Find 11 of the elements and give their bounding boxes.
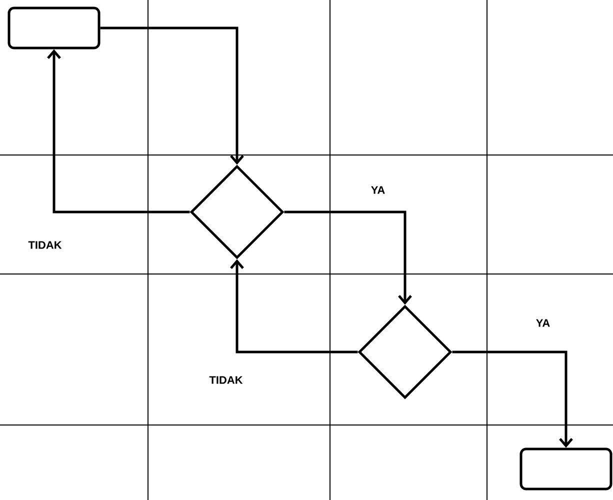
arrow <box>230 259 358 354</box>
rounded-box <box>520 448 612 490</box>
edge-label: YA <box>534 318 552 328</box>
arrow <box>452 350 573 448</box>
edge-label: YA <box>370 185 386 195</box>
edge-label: TIDAK <box>208 375 244 385</box>
edge-label: TIDAK <box>27 240 63 250</box>
rounded-box <box>8 6 100 50</box>
arrow <box>284 210 412 305</box>
arrow <box>100 26 244 165</box>
arrow <box>47 49 190 214</box>
